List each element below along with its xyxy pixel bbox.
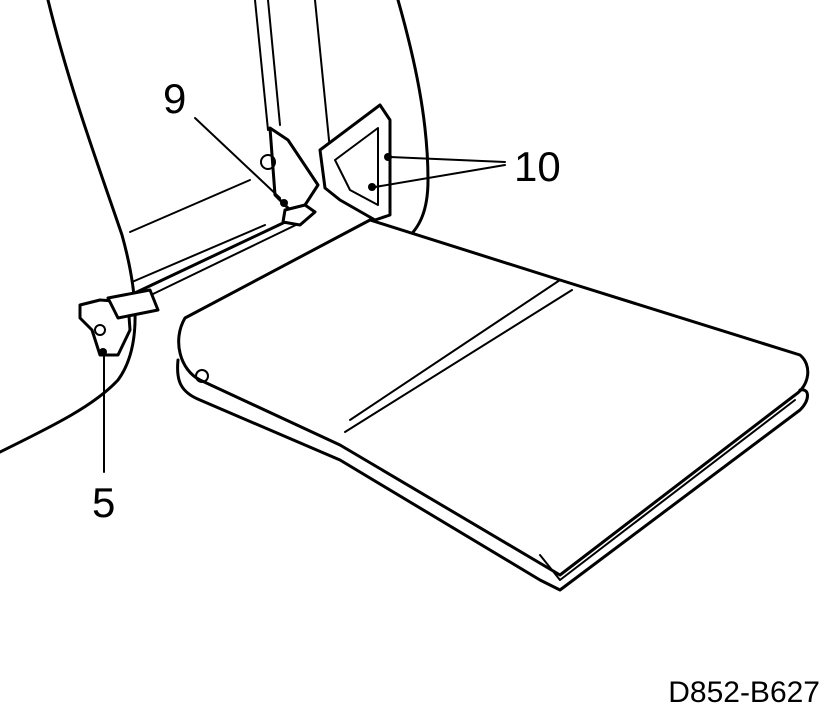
backrest-rail-right: [314, 0, 331, 151]
cushion-front-inner: [539, 399, 796, 581]
bracket-10-bolt-lower: [368, 183, 376, 191]
backrest-rail-mid: [267, 0, 281, 126]
figure-code: D852-B627: [668, 676, 820, 709]
seat-back-right-edge: [396, 0, 430, 242]
bracket-9: [268, 126, 320, 212]
callout-9: 9: [163, 75, 187, 122]
frame-line-lower: [131, 224, 266, 283]
bracket-5-hole: [94, 324, 106, 336]
callout-10: 10: [514, 143, 561, 190]
leader-9: [194, 117, 281, 199]
rod-end-cap: [106, 288, 160, 320]
hinge-rod: [118, 213, 302, 302]
bracket-10-bolt-upper: [384, 153, 392, 161]
seat-cushion-top: [177, 218, 810, 577]
cushion-bolt: [195, 369, 209, 383]
bracket-9-pin: [280, 199, 288, 207]
bracket-9-bolt: [260, 154, 276, 170]
seat-cushion-front-face: [176, 358, 809, 592]
bracket-10-inner: [334, 127, 379, 206]
hinge-rod-lower: [123, 221, 303, 309]
frame-line-top: [129, 179, 251, 233]
bracket-10: [318, 103, 392, 222]
cushion-seam-front: [344, 289, 573, 433]
leader-10-upper: [389, 156, 506, 163]
hinge-clip: [281, 203, 317, 227]
cushion-seam-center: [349, 279, 561, 421]
seat-back-outline: [0, 0, 137, 454]
leader-10-lower: [374, 164, 506, 188]
backrest-rail-left: [254, 0, 269, 131]
callout-5: 5: [92, 479, 116, 526]
